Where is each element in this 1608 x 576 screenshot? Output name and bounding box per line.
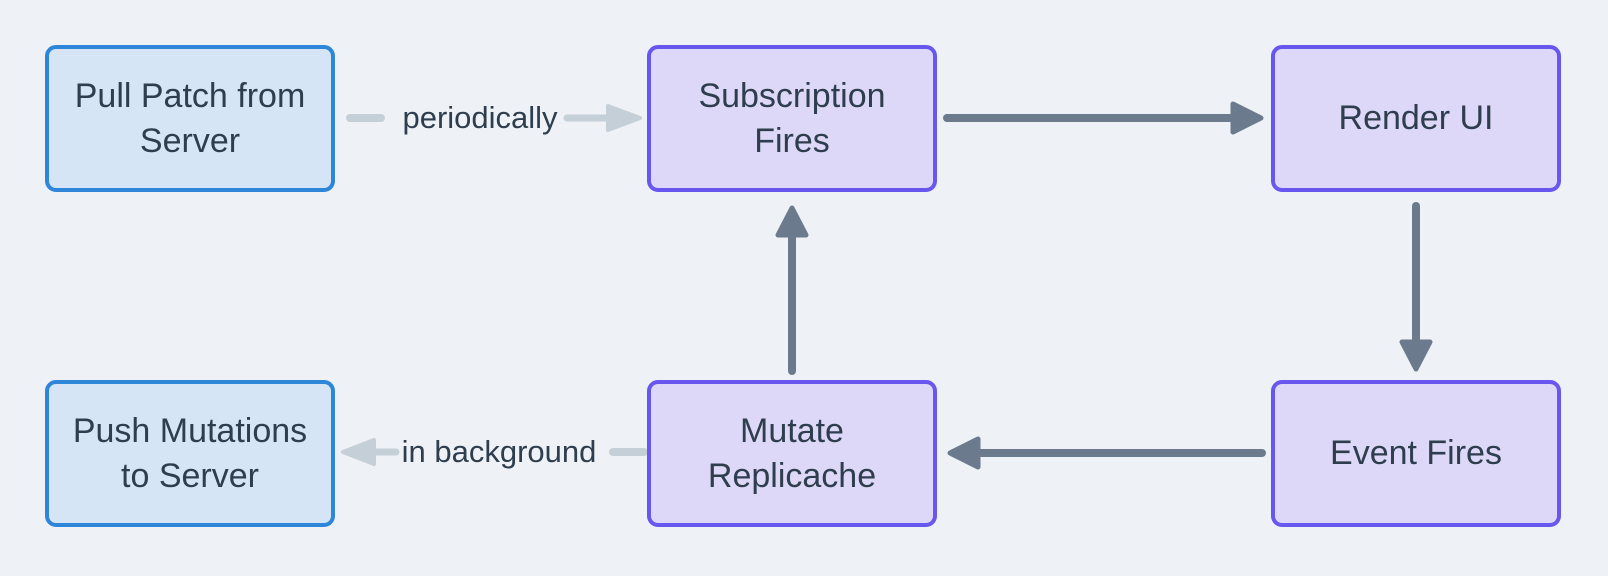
node-event-fires: Event Fires <box>1271 380 1561 527</box>
node-subscription-fires: Subscription Fires <box>647 45 937 192</box>
node-label: Push Mutations to Server <box>72 411 308 495</box>
node-label: Event Fires <box>1330 434 1502 473</box>
edge-render-to-event <box>1399 202 1433 372</box>
node-label: Mutate Replicache <box>707 411 877 495</box>
left-arrowhead-icon <box>341 438 376 466</box>
node-mutate-replicache: Mutate Replicache <box>647 380 937 527</box>
edge-label-in-background: in background <box>401 434 597 469</box>
node-label: Subscription Fires <box>698 76 886 160</box>
node-label: Render UI <box>1338 99 1494 138</box>
edge-mutate-to-subscription <box>775 205 809 375</box>
right-arrowhead-icon <box>606 104 642 132</box>
left-arrowhead-icon <box>947 436 981 470</box>
node-pull-patch-from-server: Pull Patch from Server <box>45 45 335 192</box>
node-push-mutations-to-server: Push Mutations to Server <box>45 380 335 527</box>
edge-mutate-to-push <box>341 438 648 466</box>
edge-pull-to-subscription <box>346 104 642 132</box>
edge-event-to-mutate <box>947 436 1266 470</box>
edge-label-periodically: periodically <box>402 100 558 135</box>
up-arrowhead-icon <box>775 205 809 238</box>
down-arrowhead-icon <box>1399 339 1433 372</box>
node-label: Pull Patch from Server <box>74 76 306 160</box>
node-render-ui: Render UI <box>1271 45 1561 192</box>
edge-subscription-to-render <box>943 101 1264 135</box>
right-arrowhead-icon <box>1230 101 1264 135</box>
